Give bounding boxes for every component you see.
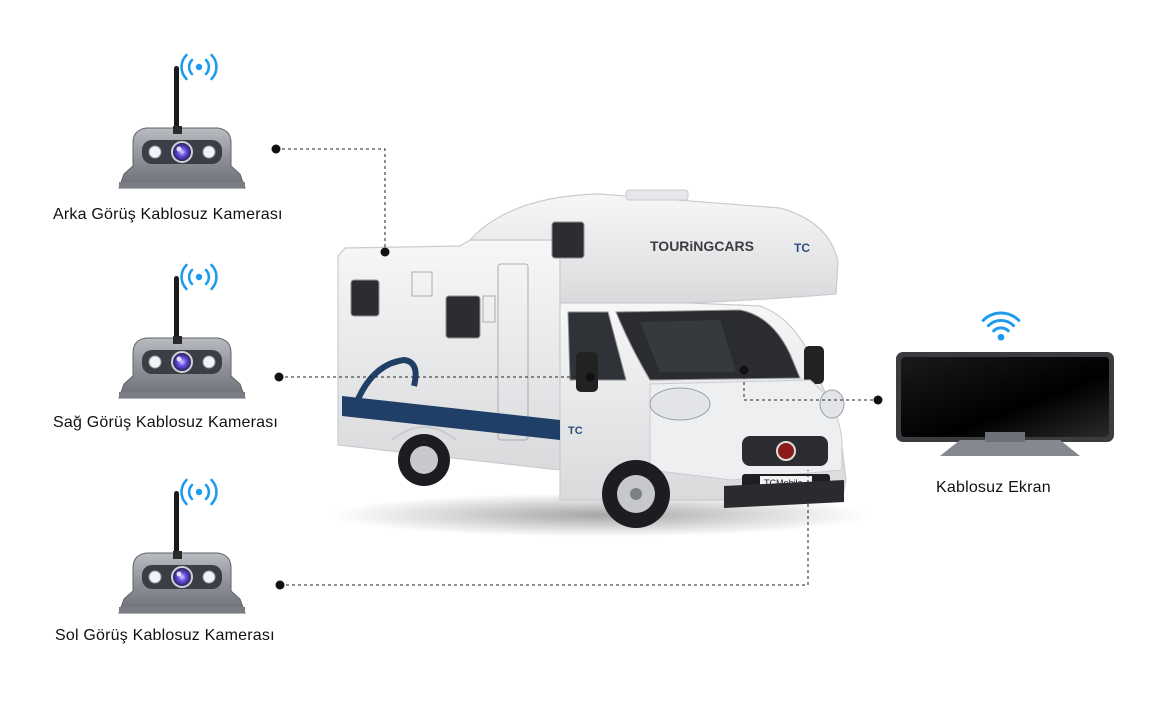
wifi-signal-icon	[180, 478, 218, 506]
left-camera-icon	[118, 478, 246, 614]
wireless-screen-icon	[896, 311, 1114, 456]
screen-label: Kablosuz Ekran	[936, 479, 1051, 496]
motorhome-illustration: TOURiNGCARS TC TC TCMobile	[330, 189, 870, 537]
right-camera-label: Sağ Görüş Kablosuz Kamerası	[53, 414, 279, 431]
left-camera-label: Sol Görüş Kablosuz Kamerası	[55, 627, 275, 644]
rear-camera-label: Arka Görüş Kablosuz Kamerası	[53, 206, 283, 223]
connector-dots	[271, 144, 883, 590]
connector-lines	[276, 148, 878, 586]
logo-text: TC	[794, 241, 810, 255]
brand-text: TOURiNGCARS	[650, 238, 754, 254]
wifi-signal-icon	[180, 53, 218, 81]
right-camera-icon	[118, 263, 246, 399]
rear-camera-icon	[118, 53, 246, 189]
wifi-signal-icon	[180, 263, 218, 291]
plate-text: TCMobile	[764, 478, 803, 488]
side-logo-text: TC	[568, 425, 583, 437]
